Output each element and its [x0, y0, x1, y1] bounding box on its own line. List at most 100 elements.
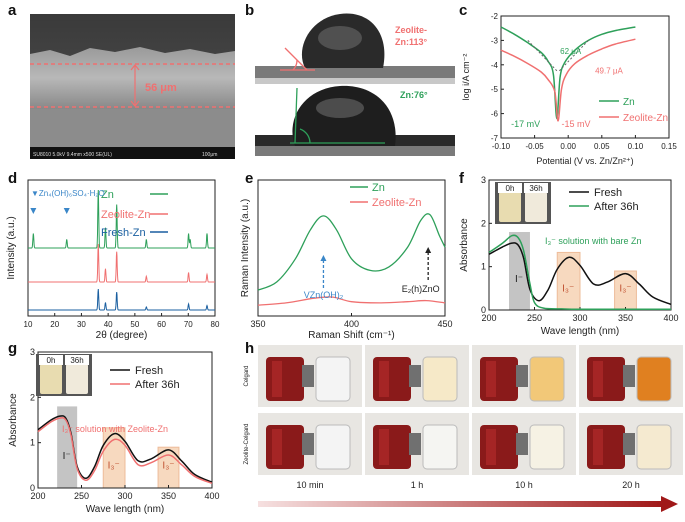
- f-series-line-0: [488, 242, 672, 306]
- g-vial-36h: [66, 364, 88, 394]
- e-legend-label: Zeolite-Zn: [372, 197, 422, 209]
- h-clamp: [516, 433, 528, 455]
- h-left-chamber: [587, 425, 625, 469]
- g-x-tick-label: 400: [204, 491, 219, 501]
- g-band-label: I₃⁻: [162, 461, 174, 472]
- h-right-chamber: [636, 356, 672, 402]
- f-y-tick-label: 2: [481, 218, 486, 228]
- c-y-tick-label: -5: [491, 85, 499, 94]
- f-y-axis-label: Absorbance: [459, 218, 470, 272]
- sem-image: 56 μm SU8010 5.0kV 9.4mm x500 SE(UL) 100…: [30, 14, 235, 159]
- h-cell-photo: [579, 413, 683, 475]
- f-x-tick-label: 300: [572, 313, 587, 323]
- f-annotation: I₃⁻ solution with bare Zn: [545, 236, 641, 246]
- h-clamp: [302, 433, 314, 455]
- d-y-axis-label: Intensity (a.u.): [6, 216, 17, 279]
- g-legend-label: Fresh: [135, 365, 163, 377]
- h-left-chamber: [480, 357, 518, 401]
- f-band-label: I⁻: [515, 274, 523, 285]
- h-clamp: [302, 365, 314, 387]
- f-x-tick-label: 250: [527, 313, 542, 323]
- h-left-chamber-highlight: [379, 429, 389, 465]
- h-cell-photo: [472, 413, 576, 475]
- h-left-chamber-highlight: [379, 361, 389, 397]
- e-x-axis-label: Raman Shift (cm⁻¹): [308, 330, 394, 341]
- c-y-tick-label: -7: [491, 134, 499, 143]
- g-y-tick-label: 3: [30, 347, 35, 357]
- g-band-label: I₃⁻: [108, 461, 120, 472]
- c-x-tick-label: 0.10: [628, 142, 644, 151]
- panel-label-g: g: [8, 340, 18, 357]
- e-annotation-zno: E₂(h)ZnO: [402, 284, 440, 294]
- f-vial-0h: [499, 192, 521, 222]
- panel-label-e: e: [245, 170, 254, 187]
- g-series-line-1: [37, 417, 213, 485]
- h-time-label: 20 h: [622, 480, 640, 490]
- c-y-tick-label: -6: [491, 110, 499, 119]
- g-y-tick-label: 1: [30, 438, 35, 448]
- f-band-label: I₃⁻: [619, 283, 631, 294]
- d-series-line-2: [28, 288, 215, 311]
- sem-scale-bar-label: 100μm: [202, 152, 217, 158]
- g-band-iodide: [57, 406, 78, 488]
- h-left-chamber-highlight: [593, 361, 603, 397]
- d-legend-label: Fresh-Zn: [101, 227, 146, 239]
- g-x-axis-label: Wave length (nm): [86, 504, 165, 515]
- h-left-chamber-highlight: [593, 429, 603, 465]
- g-inset-tag-bg: [39, 355, 63, 365]
- c-y-tick-label: -3: [491, 36, 499, 45]
- h-clamp: [623, 433, 635, 455]
- h-left-chamber: [480, 425, 518, 469]
- h-right-chamber: [315, 356, 351, 402]
- f-x-axis-label: Wave length (nm): [541, 326, 620, 337]
- h-clamp: [516, 365, 528, 387]
- d-peak-marker: [63, 208, 70, 214]
- h-time-arrow-shaft: [258, 501, 663, 507]
- h-time-arrow-head: [661, 496, 678, 512]
- h-time-label: 10 h: [515, 480, 533, 490]
- g-legend-label: After 36h: [135, 379, 180, 391]
- g-inset-tag-bg: [65, 355, 89, 365]
- g-inset-label-36h: 36h: [70, 356, 83, 365]
- e-x-tick-label: 350: [250, 319, 265, 329]
- c-x-tick-label: 0.15: [661, 142, 677, 151]
- d-x-tick-label: 30: [77, 320, 86, 329]
- sem-footer-info: SU8010 5.0kV 9.4mm x500 SE(UL): [33, 152, 112, 158]
- e-x-tick-label: 400: [344, 319, 359, 329]
- d-x-tick-label: 60: [157, 320, 166, 329]
- h-cell-photo: [258, 413, 362, 475]
- angle-label-zeolite-line1: Zeolite-: [395, 25, 427, 35]
- g-x-tick-label: 300: [117, 491, 132, 501]
- c-annotation-ecorr-zn: -17 mV: [511, 119, 540, 129]
- c-series-line-0: [500, 26, 636, 120]
- c-x-tick-label: 0.00: [560, 142, 576, 151]
- f-inset-tag-bg: [524, 183, 548, 193]
- e-annotation-vzn: VZn(OH)₂: [304, 290, 344, 300]
- contact-angle-drawing: Zeolite- Zn:113° Zn:76°: [255, 13, 455, 156]
- f-inset-label-36h: 36h: [529, 184, 542, 193]
- f-y-tick-label: 0: [481, 305, 486, 315]
- d-x-tick-label: 80: [211, 320, 220, 329]
- h-right-chamber: [315, 424, 351, 470]
- panel-label-c: c: [459, 2, 468, 19]
- thickness-label: 56 μm: [145, 82, 177, 94]
- h-cell-photo: [365, 345, 469, 407]
- f-band-iodide: [509, 232, 530, 310]
- d-series-line-1: [28, 243, 215, 283]
- h-left-chamber: [373, 425, 411, 469]
- c-legend-label: Zn: [623, 97, 635, 108]
- h-clamp: [623, 365, 635, 387]
- g-annotation: I₃⁻ solution with Zeolite-Zn: [62, 424, 168, 434]
- h-left-chamber: [266, 425, 304, 469]
- g-series-line-0: [37, 415, 213, 483]
- f-legend-label: After 36h: [594, 201, 639, 213]
- f-series-line-1: [488, 234, 671, 311]
- c-y-axis-label: log i/A cm⁻²: [461, 54, 471, 101]
- h-left-chamber-highlight: [272, 429, 282, 465]
- e-series-line-1: [257, 296, 446, 306]
